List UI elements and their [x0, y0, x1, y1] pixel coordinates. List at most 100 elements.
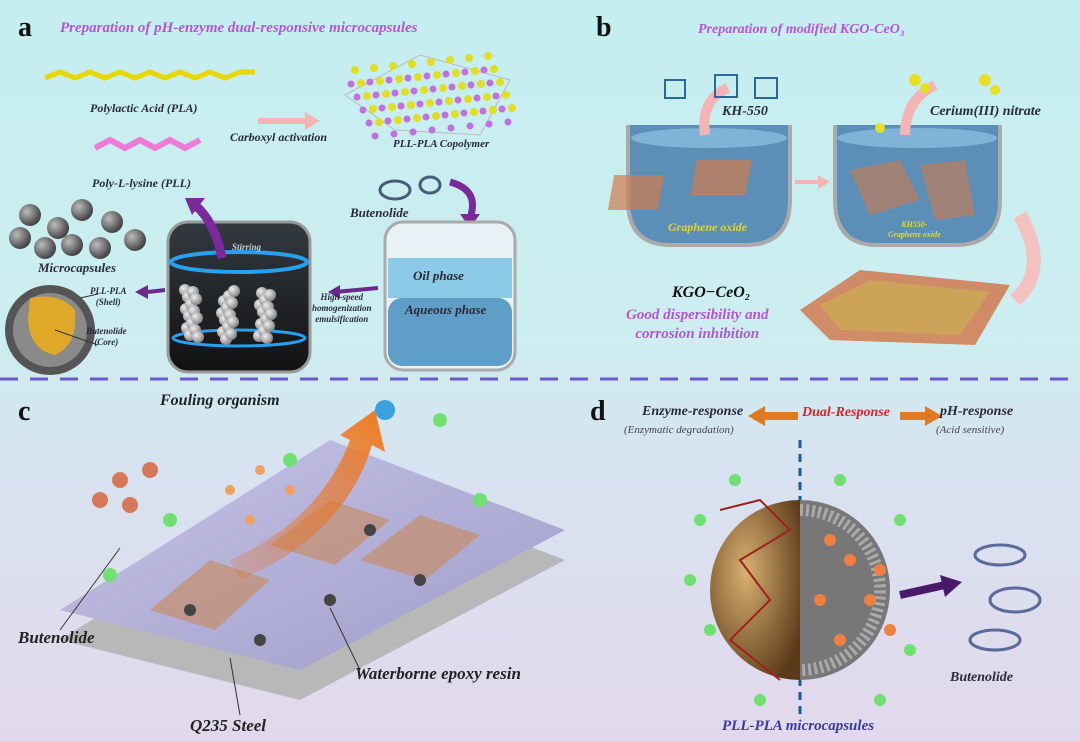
microsphere [264, 289, 276, 301]
microcapsule-sphere [9, 227, 31, 249]
h-ion [844, 554, 856, 566]
microcapsule-sphere [71, 199, 93, 221]
barnacle [92, 492, 108, 508]
lattice-atom [426, 99, 434, 107]
kh550-go-label: KH550- Graphene oxide [888, 220, 941, 240]
pore [364, 524, 376, 536]
lattice-atom [423, 72, 431, 80]
lattice-atom [465, 54, 473, 62]
pore [414, 574, 426, 586]
lattice-atom [485, 120, 493, 128]
pla-structure [44, 69, 255, 81]
kh550-go-line: Graphene oxide [888, 230, 941, 239]
bacterium [473, 493, 487, 507]
bacterium [894, 514, 906, 526]
h-ion [814, 594, 826, 606]
lattice-atom [351, 66, 359, 74]
lattice-atom [473, 94, 481, 102]
lattice-atom [391, 89, 399, 97]
lattice-atom [467, 81, 475, 89]
pink-curved-arrow-kh550 [699, 83, 731, 136]
aqueous-phase-label: Aqueous phase [405, 302, 487, 317]
kgo-ceo2-sheet [800, 270, 1010, 345]
lattice-atom [486, 79, 494, 87]
barnacle [112, 472, 128, 488]
microcapsule-sphere [34, 237, 56, 259]
lattice-atom [363, 92, 371, 100]
microsphere [225, 328, 237, 340]
butenolide-molecules-d [968, 543, 1042, 652]
lattice-atom [496, 78, 504, 86]
enzyme-response-label: Enzyme-response [642, 404, 744, 419]
h-ion [864, 594, 876, 606]
panel-a-title: Preparation of pH-enzyme dual-responsive… [60, 20, 418, 36]
shell [375, 400, 395, 420]
h-ion [245, 515, 255, 525]
lattice-atom [376, 77, 384, 85]
lattice-atom [366, 78, 374, 86]
homogenization-line: High-speed [320, 292, 364, 302]
lattice-atom [397, 102, 405, 110]
lattice-atom [484, 52, 492, 60]
lattice-atom [378, 104, 386, 112]
lattice-atom [483, 93, 491, 101]
microcapsule-sphere [101, 211, 123, 233]
bacterium [729, 474, 741, 486]
lattice-atom [375, 118, 383, 126]
bacterium [163, 513, 177, 527]
lattice-atom [370, 64, 378, 72]
pll-structure [93, 136, 202, 152]
lattice-atom [479, 107, 487, 115]
copolymer-label: PLL-PLA Copolymer [393, 138, 490, 150]
kh550-label: KH-550 [722, 104, 768, 119]
graphene-oxide-label: Graphene oxide [668, 220, 747, 234]
kh550-go-beaker [833, 125, 1002, 247]
lattice-atom [447, 124, 455, 132]
microcapsule-sphere [19, 204, 41, 226]
bacterium [874, 694, 886, 706]
lattice-atom [385, 76, 393, 84]
lattice-atom [409, 128, 417, 136]
h-ion [874, 564, 886, 576]
lattice-atom [410, 87, 418, 95]
lattice-atom [460, 109, 468, 117]
bacterium [754, 694, 766, 706]
panel-b-letter: b [596, 12, 612, 43]
lattice-atom [384, 117, 392, 125]
lattice-atom [420, 86, 428, 94]
lattice-atom [454, 96, 462, 104]
butenolide-molecules [378, 175, 442, 201]
kh550-go-line: KH550- [901, 220, 928, 229]
core-line: Butenolide [86, 326, 127, 336]
lattice-atom [433, 71, 441, 79]
lattice-atom [471, 67, 479, 75]
lattice-atom [388, 103, 396, 111]
activation-arrow [258, 112, 320, 130]
microsphere [261, 332, 273, 344]
product-label: KGO−CeO₂ [672, 284, 751, 301]
lattice-atom [504, 118, 512, 126]
lattice-atom [452, 69, 460, 77]
pore [184, 604, 196, 616]
core-label: Butenolide (Core) [86, 326, 127, 348]
pink-curved-arrow-product [1010, 211, 1041, 306]
core-line: (Core) [94, 337, 119, 347]
microsphere [265, 308, 277, 320]
panel-b-title: Preparation of modified KGO-CeO₃ [698, 22, 905, 37]
barnacle [122, 497, 138, 513]
dual-response-label: Dual-Response [802, 405, 890, 420]
resin-pointer [329, 607, 361, 671]
lattice-atom [365, 119, 373, 127]
bacterium [433, 413, 447, 427]
lattice-atom [470, 108, 478, 116]
lattice-atom [416, 100, 424, 108]
lattice-atom [442, 70, 450, 78]
lattice-atom [435, 98, 443, 106]
fouling-label: Fouling organism [160, 392, 280, 409]
homogenization-line: homogenization [312, 303, 372, 313]
lattice-atom [382, 90, 390, 98]
kh550-molecules [664, 74, 778, 99]
lattice-atom [427, 58, 435, 66]
lattice-atom [389, 62, 397, 70]
